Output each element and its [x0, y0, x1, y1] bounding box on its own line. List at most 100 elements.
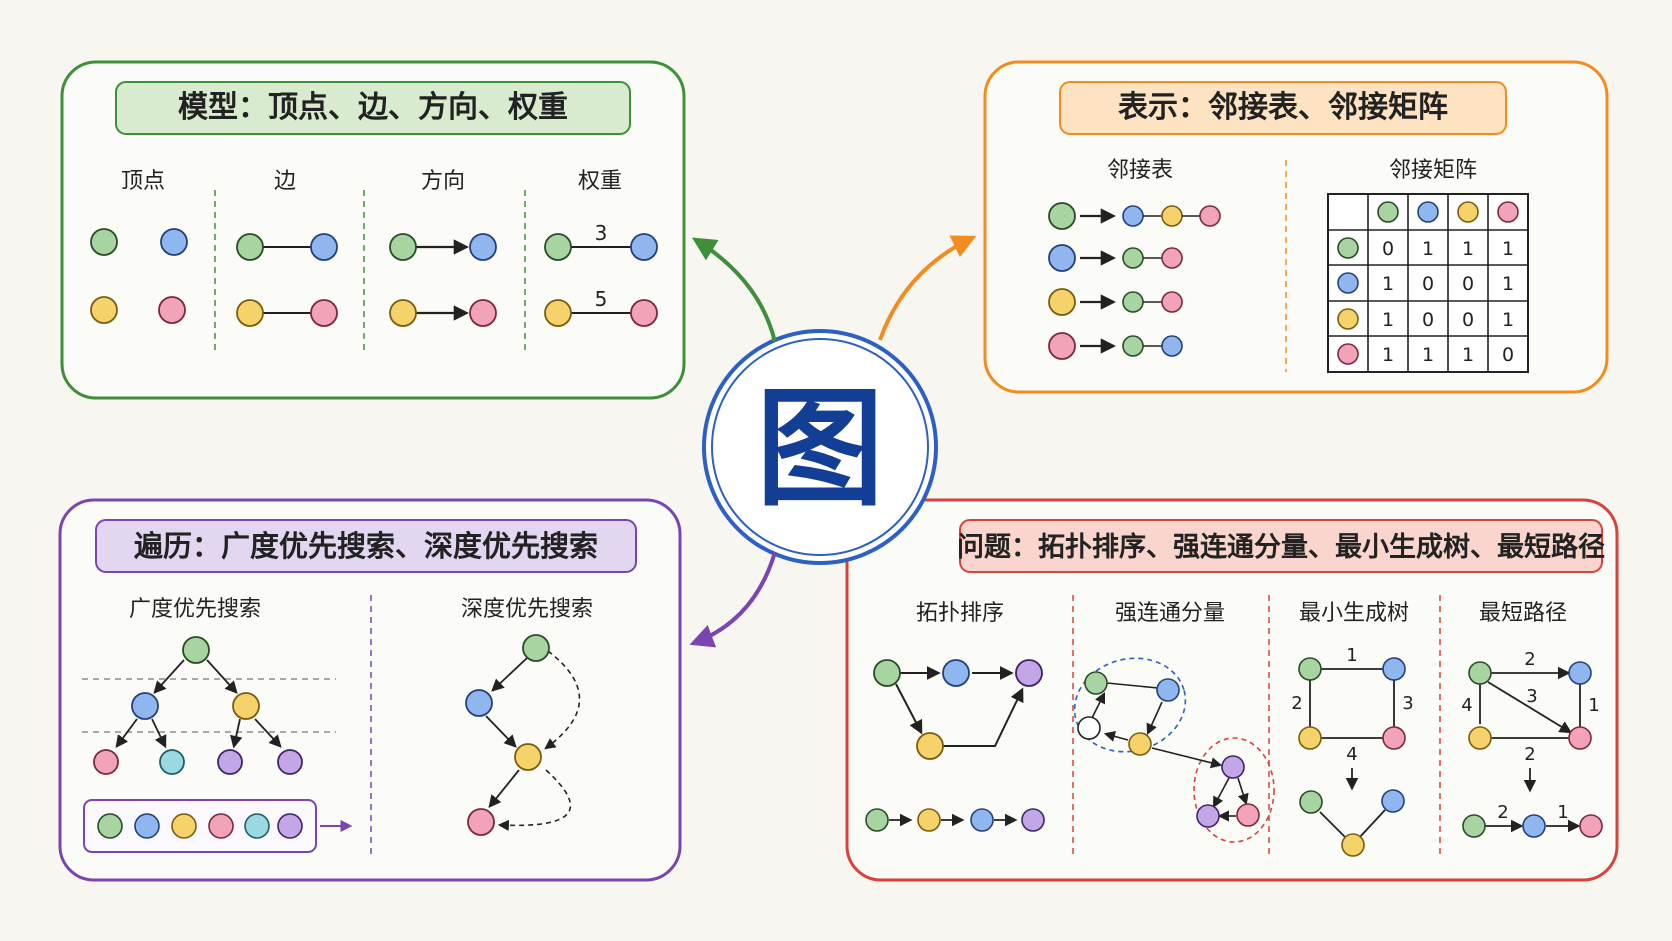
model-col-edge: 边: [274, 169, 296, 194]
topo-result-node: [970, 808, 994, 832]
vertex-node: [389, 233, 417, 261]
center-ring-inner: [711, 338, 929, 556]
dfs-node: [467, 808, 495, 836]
topo-result-node: [865, 808, 889, 832]
adj-list-row: [1048, 202, 1221, 230]
repr-title: 表示：邻接表、邻接矩阵: [1118, 90, 1448, 125]
trav-title: 遍历：广度优先搜索、深度优先搜索: [134, 529, 598, 563]
sp-node: [1468, 661, 1492, 685]
weight-label: 5: [595, 287, 608, 311]
matrix-cell: 0: [1422, 273, 1434, 295]
sp-node: [1568, 726, 1592, 750]
adj-matrix: 0 1 1 1 1 0 0 1 1 0 0 1 1 1 1 0: [1327, 193, 1529, 373]
bfs-node: [182, 636, 210, 664]
matrix-cell: 1: [1462, 344, 1474, 366]
scc-node: [1077, 716, 1101, 740]
prob-title: 问题：拓扑排序、强连通分量、最小生成树、最短路径: [957, 531, 1605, 563]
bfs-node: [131, 692, 159, 720]
matrix-cell: 1: [1422, 344, 1434, 366]
queue-node: [208, 813, 234, 839]
matrix-cell: 1: [1502, 238, 1514, 260]
matrix-cell: 1: [1382, 273, 1394, 295]
matrix-cell: 0: [1422, 309, 1434, 331]
model-col-vertex: 顶点: [121, 169, 165, 194]
sp-weight: 2: [1524, 649, 1535, 670]
mst-node: [1382, 726, 1406, 750]
vertex-node: [310, 299, 338, 327]
topo-node: [916, 732, 944, 760]
scc-node: [1196, 804, 1220, 828]
model-title-pill: [115, 81, 631, 135]
sp-result-weight: 2: [1497, 802, 1508, 823]
sp-result-node: [1579, 814, 1603, 838]
topo-node: [942, 659, 970, 687]
scc-node: [1128, 732, 1152, 756]
matrix-row-node: [1337, 237, 1359, 259]
sp-weight: 3: [1526, 686, 1537, 707]
scc-node: [1236, 803, 1260, 827]
prob-col-scc: 强连通分量: [1115, 601, 1225, 626]
topo-node: [873, 659, 901, 687]
mst-weight: 2: [1291, 693, 1302, 714]
connector-repr: [878, 235, 977, 341]
matrix-row-node: [1337, 343, 1359, 365]
scc-cluster: [1193, 737, 1275, 843]
queue-node: [171, 813, 197, 839]
prob-col-topo: 拓扑排序: [916, 601, 1004, 626]
sp-node: [1568, 661, 1592, 685]
queue-node: [97, 813, 123, 839]
dfs-node: [522, 634, 550, 662]
matrix-cell: 1: [1382, 309, 1394, 331]
vertex-node: [90, 296, 118, 324]
bfs-queue: [83, 799, 317, 853]
vertex-node: [630, 299, 658, 327]
sp-weight: 1: [1588, 695, 1599, 716]
sp-weight: 2: [1524, 744, 1535, 765]
vertex-node: [236, 299, 264, 327]
vertex-node: [469, 299, 497, 327]
connector-trav: [689, 551, 777, 648]
adj-list-title: 邻接表: [1107, 158, 1173, 183]
prob-col-sp: 最短路径: [1479, 601, 1567, 626]
vertex-node: [158, 296, 186, 324]
matrix-cell: 1: [1462, 238, 1474, 260]
vertex-node: [544, 233, 572, 261]
dfs-title: 深度优先搜索: [461, 597, 593, 622]
topo-node: [1015, 659, 1043, 687]
adj-list-row: [1048, 332, 1183, 360]
queue-node: [277, 813, 303, 839]
model-col-direction: 方向: [421, 169, 465, 194]
matrix-cell: 0: [1382, 238, 1394, 260]
matrix-cell: 1: [1502, 273, 1514, 295]
dfs-node: [514, 743, 542, 771]
model-title: 模型：顶点、边、方向、权重: [178, 90, 568, 125]
bfs-node: [159, 749, 185, 775]
matrix-row-node: [1337, 308, 1359, 330]
matrix-header-node: [1457, 201, 1479, 223]
model-content: 顶点 边 方向 权重 3 5: [90, 169, 658, 350]
mst-node: [1298, 657, 1322, 681]
matrix-cell: 0: [1502, 344, 1514, 366]
adj-list-row: [1048, 244, 1183, 272]
prob-title-pill: [959, 519, 1603, 573]
bfs-node: [277, 749, 303, 775]
matrix-cell: 1: [1502, 309, 1514, 331]
bfs-title: 广度优先搜索: [129, 597, 261, 622]
model-panel: [60, 60, 686, 400]
trav-title-pill: [95, 519, 637, 573]
prob-content: 拓扑排序 强连通分量 最小生成树 最短路径: [865, 595, 1603, 857]
vertex-node: [236, 233, 264, 261]
sp-result-node: [1462, 814, 1486, 838]
matrix-cell: 1: [1422, 238, 1434, 260]
mst-result-node: [1341, 833, 1365, 857]
mst-result-node: [1299, 790, 1323, 814]
matrix-row-node: [1337, 272, 1359, 294]
repr-content: 邻接表 邻接矩阵: [1048, 158, 1529, 373]
model-col-weight: 权重: [578, 169, 622, 194]
center-label: 图: [756, 375, 884, 524]
bfs-node: [93, 749, 119, 775]
adj-matrix-title: 邻接矩阵: [1389, 158, 1477, 183]
matrix-cell: 1: [1382, 344, 1394, 366]
sp-weight: 4: [1461, 695, 1472, 716]
